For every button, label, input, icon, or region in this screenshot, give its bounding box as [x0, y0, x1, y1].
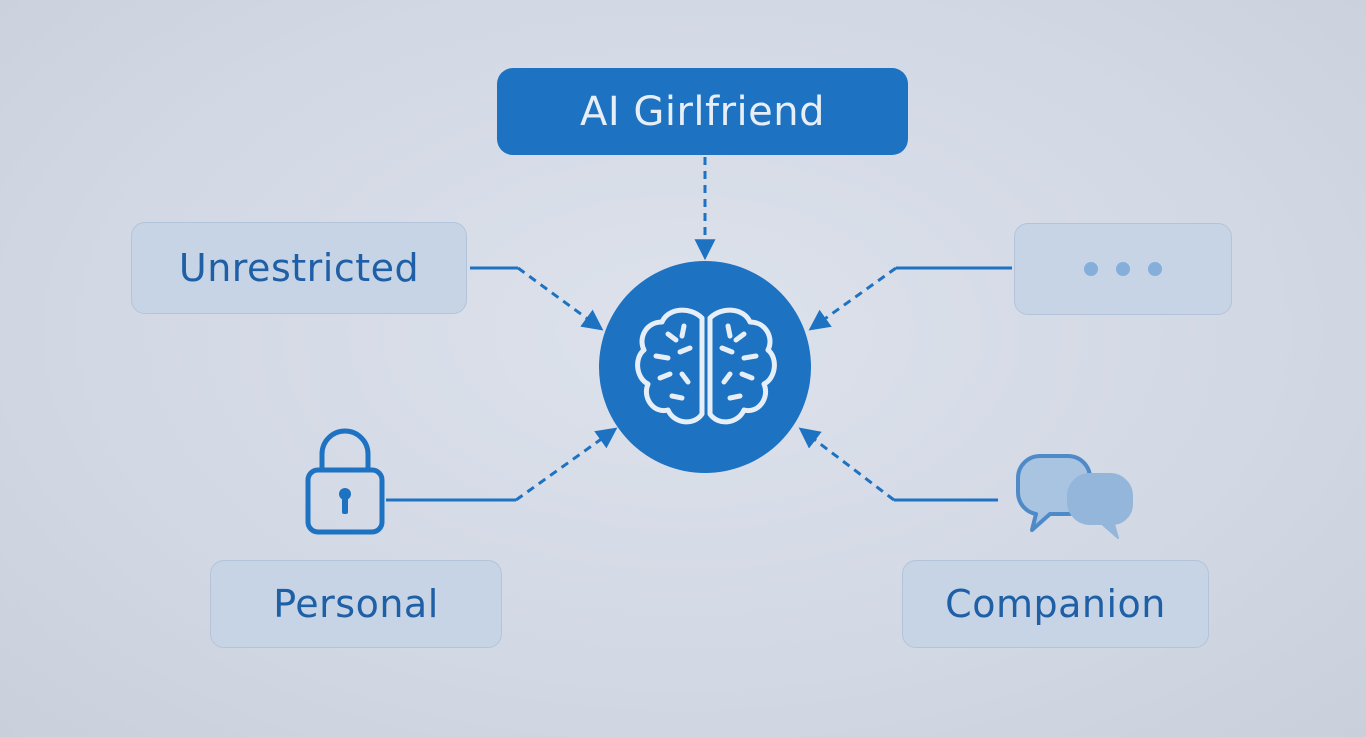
companion-label: Companion [945, 582, 1166, 626]
title-node: AI Girlfriend [497, 68, 908, 155]
companion-node: Companion [902, 560, 1209, 648]
center-node [599, 261, 811, 473]
unrestricted-node: Unrestricted [131, 222, 467, 314]
ellipsis-icon [1116, 262, 1130, 276]
personal-label: Personal [273, 582, 439, 626]
chat-bubbles-icon [1015, 454, 1134, 539]
ellipsis-icon [1084, 262, 1098, 276]
connector-more-center [808, 266, 1012, 331]
connector-personal-center [386, 427, 618, 502]
unrestricted-label: Unrestricted [178, 246, 420, 290]
more-node [1014, 223, 1232, 315]
ellipsis-icon [1148, 262, 1162, 276]
personal-node: Personal [210, 560, 502, 648]
connector-companion-center [798, 427, 998, 502]
lock-icon [305, 428, 385, 535]
connector-unrestricted-center [470, 266, 604, 331]
brain-icon [635, 307, 777, 425]
title-label: AI Girlfriend [579, 88, 826, 135]
